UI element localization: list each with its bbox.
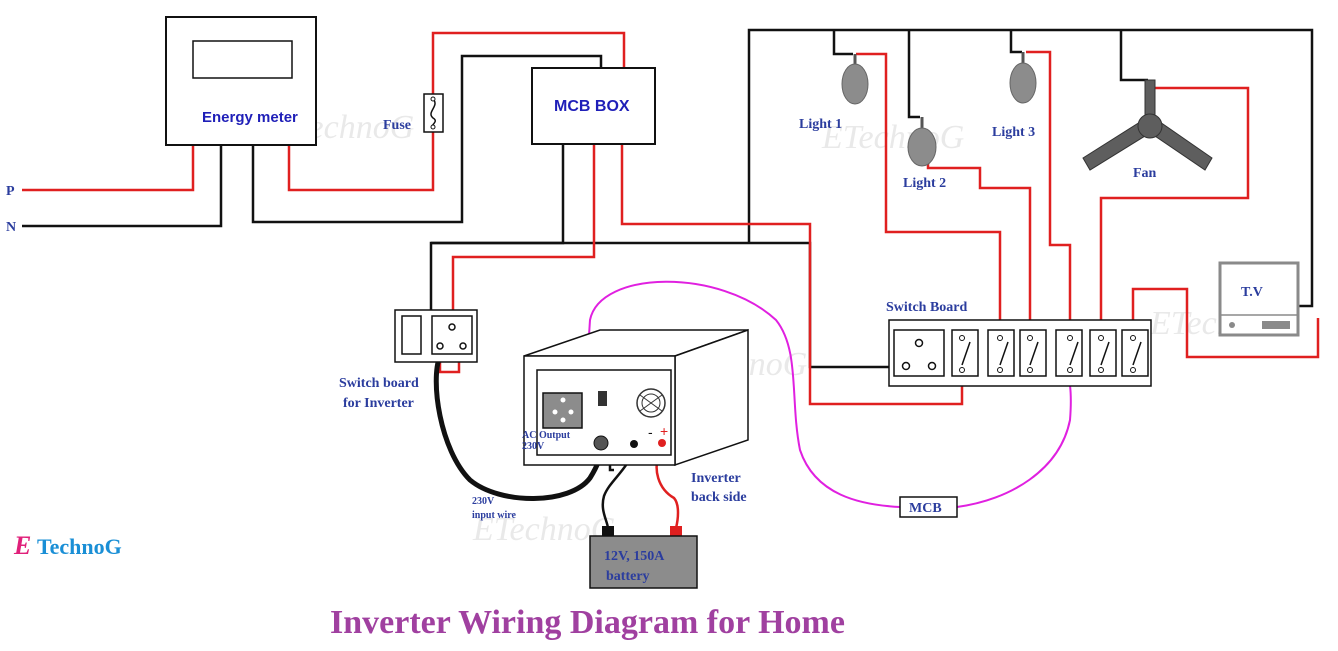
switch-1 bbox=[951, 329, 979, 377]
fuse-label: Fuse bbox=[383, 118, 411, 133]
inverter-switch-board-label-2: for Inverter bbox=[343, 396, 414, 411]
battery-label-2: battery bbox=[606, 569, 650, 584]
brand-logo: E TechnoG bbox=[13, 531, 122, 560]
phase-wires bbox=[22, 31, 1320, 529]
switch-3 bbox=[1019, 329, 1047, 377]
tv-label: T.V bbox=[1241, 285, 1263, 300]
watermark-2: ETechnoG bbox=[821, 119, 964, 156]
light-3-icon bbox=[1009, 52, 1037, 104]
light-2-icon bbox=[907, 117, 937, 167]
mcb-box-label: MCB BOX bbox=[554, 98, 630, 115]
light-1-icon bbox=[841, 54, 869, 105]
inverter-switch-board bbox=[394, 309, 478, 363]
inverter-back-label-2: back side bbox=[691, 490, 747, 505]
inverter-input-port bbox=[593, 435, 609, 451]
energy-meter-label: Energy meter bbox=[202, 109, 298, 126]
input-wire-label-1: 230V bbox=[472, 496, 495, 507]
phase-label: P bbox=[6, 184, 15, 199]
inverter-plus-sign: + bbox=[660, 423, 668, 439]
switch-6 bbox=[1121, 329, 1149, 377]
brand-name: TechnoG bbox=[37, 534, 122, 559]
switch-5 bbox=[1089, 329, 1117, 377]
switch-4 bbox=[1055, 329, 1083, 377]
ac-output-label-1: AC Output bbox=[522, 430, 571, 441]
energy-meter-display bbox=[192, 40, 293, 79]
mcb-box: MCB BOX bbox=[531, 67, 656, 145]
ac-output-label-2: 230V bbox=[522, 441, 545, 452]
switch-board-socket bbox=[893, 329, 945, 377]
battery-label-1: 12V, 150A bbox=[604, 549, 665, 564]
inverter-back-label-1: Inverter bbox=[691, 471, 741, 486]
switch-2 bbox=[987, 329, 1015, 377]
inverter-minus-sign: - bbox=[648, 424, 653, 440]
battery: 12V, 150A battery bbox=[589, 526, 698, 589]
brand-initial: E bbox=[13, 531, 31, 560]
fuse bbox=[423, 93, 444, 133]
inverter-fan-grille-icon bbox=[636, 388, 666, 418]
light-2-label: Light 2 bbox=[903, 176, 946, 191]
fan-label: Fan bbox=[1133, 166, 1157, 181]
switch-board-label: Switch Board bbox=[886, 300, 968, 315]
light-1-label: Light 1 bbox=[799, 117, 842, 132]
mcb-label: MCB bbox=[909, 501, 942, 516]
switch-board bbox=[888, 319, 1152, 387]
inverter-positive-terminal bbox=[658, 439, 666, 447]
neutral-label: N bbox=[6, 220, 16, 235]
neutral-wires bbox=[22, 28, 1314, 472]
inverter: - + bbox=[523, 328, 749, 467]
fan-icon bbox=[1082, 79, 1213, 171]
light-3-label: Light 3 bbox=[992, 125, 1035, 140]
mcb: MCB bbox=[899, 496, 958, 518]
input-wire-label-2: input wire bbox=[472, 510, 517, 521]
tv-icon bbox=[1218, 261, 1300, 337]
inverter-negative-terminal bbox=[630, 440, 638, 448]
inverter-switch-board-label-1: Switch board bbox=[339, 376, 419, 391]
page-title: Inverter Wiring Diagram for Home bbox=[330, 604, 845, 641]
inverter-power-switch bbox=[598, 391, 607, 406]
energy-meter: Energy meter bbox=[165, 16, 317, 146]
